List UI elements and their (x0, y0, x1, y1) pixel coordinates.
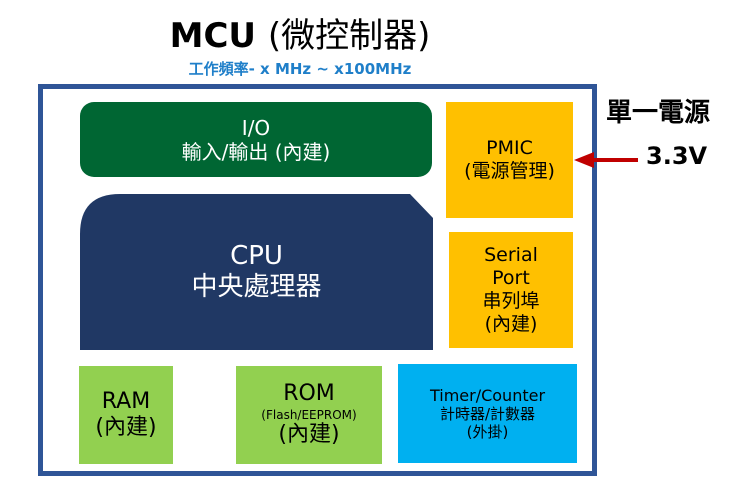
serial-description: 串列埠 (482, 290, 540, 312)
cpu-shape (80, 194, 433, 350)
serial-label-2: Port (492, 267, 530, 290)
title-cn: (微控制器) (267, 16, 431, 56)
ram-block: RAM (內建) (79, 366, 173, 464)
timer-description: 計時器/計數器 (439, 405, 536, 424)
io-description: 輸入/輸出 (內建) (181, 139, 331, 164)
mcu-boundary (38, 84, 597, 476)
serial-note: (內建) (484, 312, 538, 335)
io-block: I/O 輸入/輸出 (內建) (80, 102, 432, 177)
frequency-subtitle: 工作頻率- x MHz ~ x100MHz (188, 60, 412, 78)
ram-note: (內建) (95, 415, 157, 440)
title-en: MCU (169, 16, 268, 56)
supply-voltage: 3.3V (646, 142, 708, 170)
diagram-title: MCU (微控制器) (0, 8, 600, 57)
power-arrow-icon (574, 152, 638, 168)
cpu-block: CPU 中央處理器 (80, 194, 433, 350)
cpu-label: CPU (230, 240, 283, 271)
serial-port-block: Serial Port 串列埠 (內建) (449, 232, 573, 348)
timer-note: (外掛) (466, 423, 509, 442)
cpu-description: 中央處理器 (191, 272, 322, 302)
pmic-description: (電源管理) (464, 160, 555, 182)
timer-counter-block: Timer/Counter 計時器/計數器 (外掛) (398, 364, 577, 463)
timer-label: Timer/Counter (429, 385, 546, 405)
rom-type: (Flash/EEPROM) (261, 407, 357, 422)
serial-label-1: Serial (484, 244, 538, 267)
power-supply-label: 單一電源 (606, 98, 711, 128)
pmic-label: PMIC (486, 137, 533, 160)
io-label: I/O (241, 115, 271, 140)
rom-block: ROM (Flash/EEPROM) (內建) (236, 366, 382, 464)
ram-label: RAM (101, 388, 151, 414)
pmic-block: PMIC (電源管理) (446, 102, 573, 218)
rom-label: ROM (283, 381, 335, 407)
rom-note: (內建) (278, 422, 340, 448)
